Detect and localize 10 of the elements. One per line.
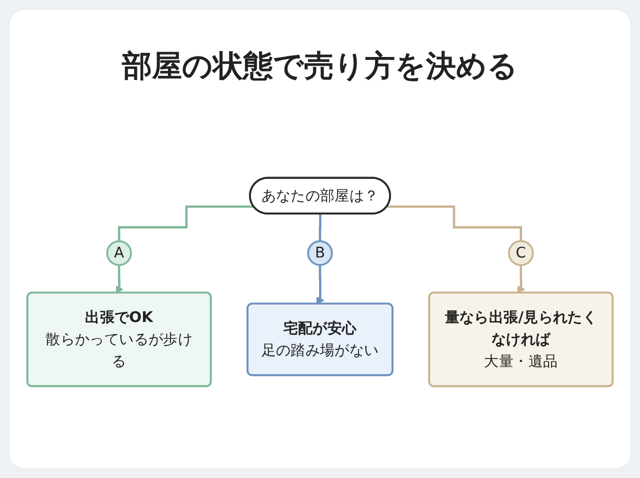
node-circle: A xyxy=(106,240,132,266)
connector xyxy=(118,206,254,242)
connector xyxy=(318,212,322,242)
arrow xyxy=(115,264,124,294)
node-circle: C xyxy=(508,240,534,266)
arrow xyxy=(517,264,526,294)
arrow xyxy=(316,264,324,304)
node-circle: B xyxy=(307,240,333,266)
connector xyxy=(387,206,522,242)
title: 部屋の状態で売り方を決める xyxy=(120,48,519,86)
